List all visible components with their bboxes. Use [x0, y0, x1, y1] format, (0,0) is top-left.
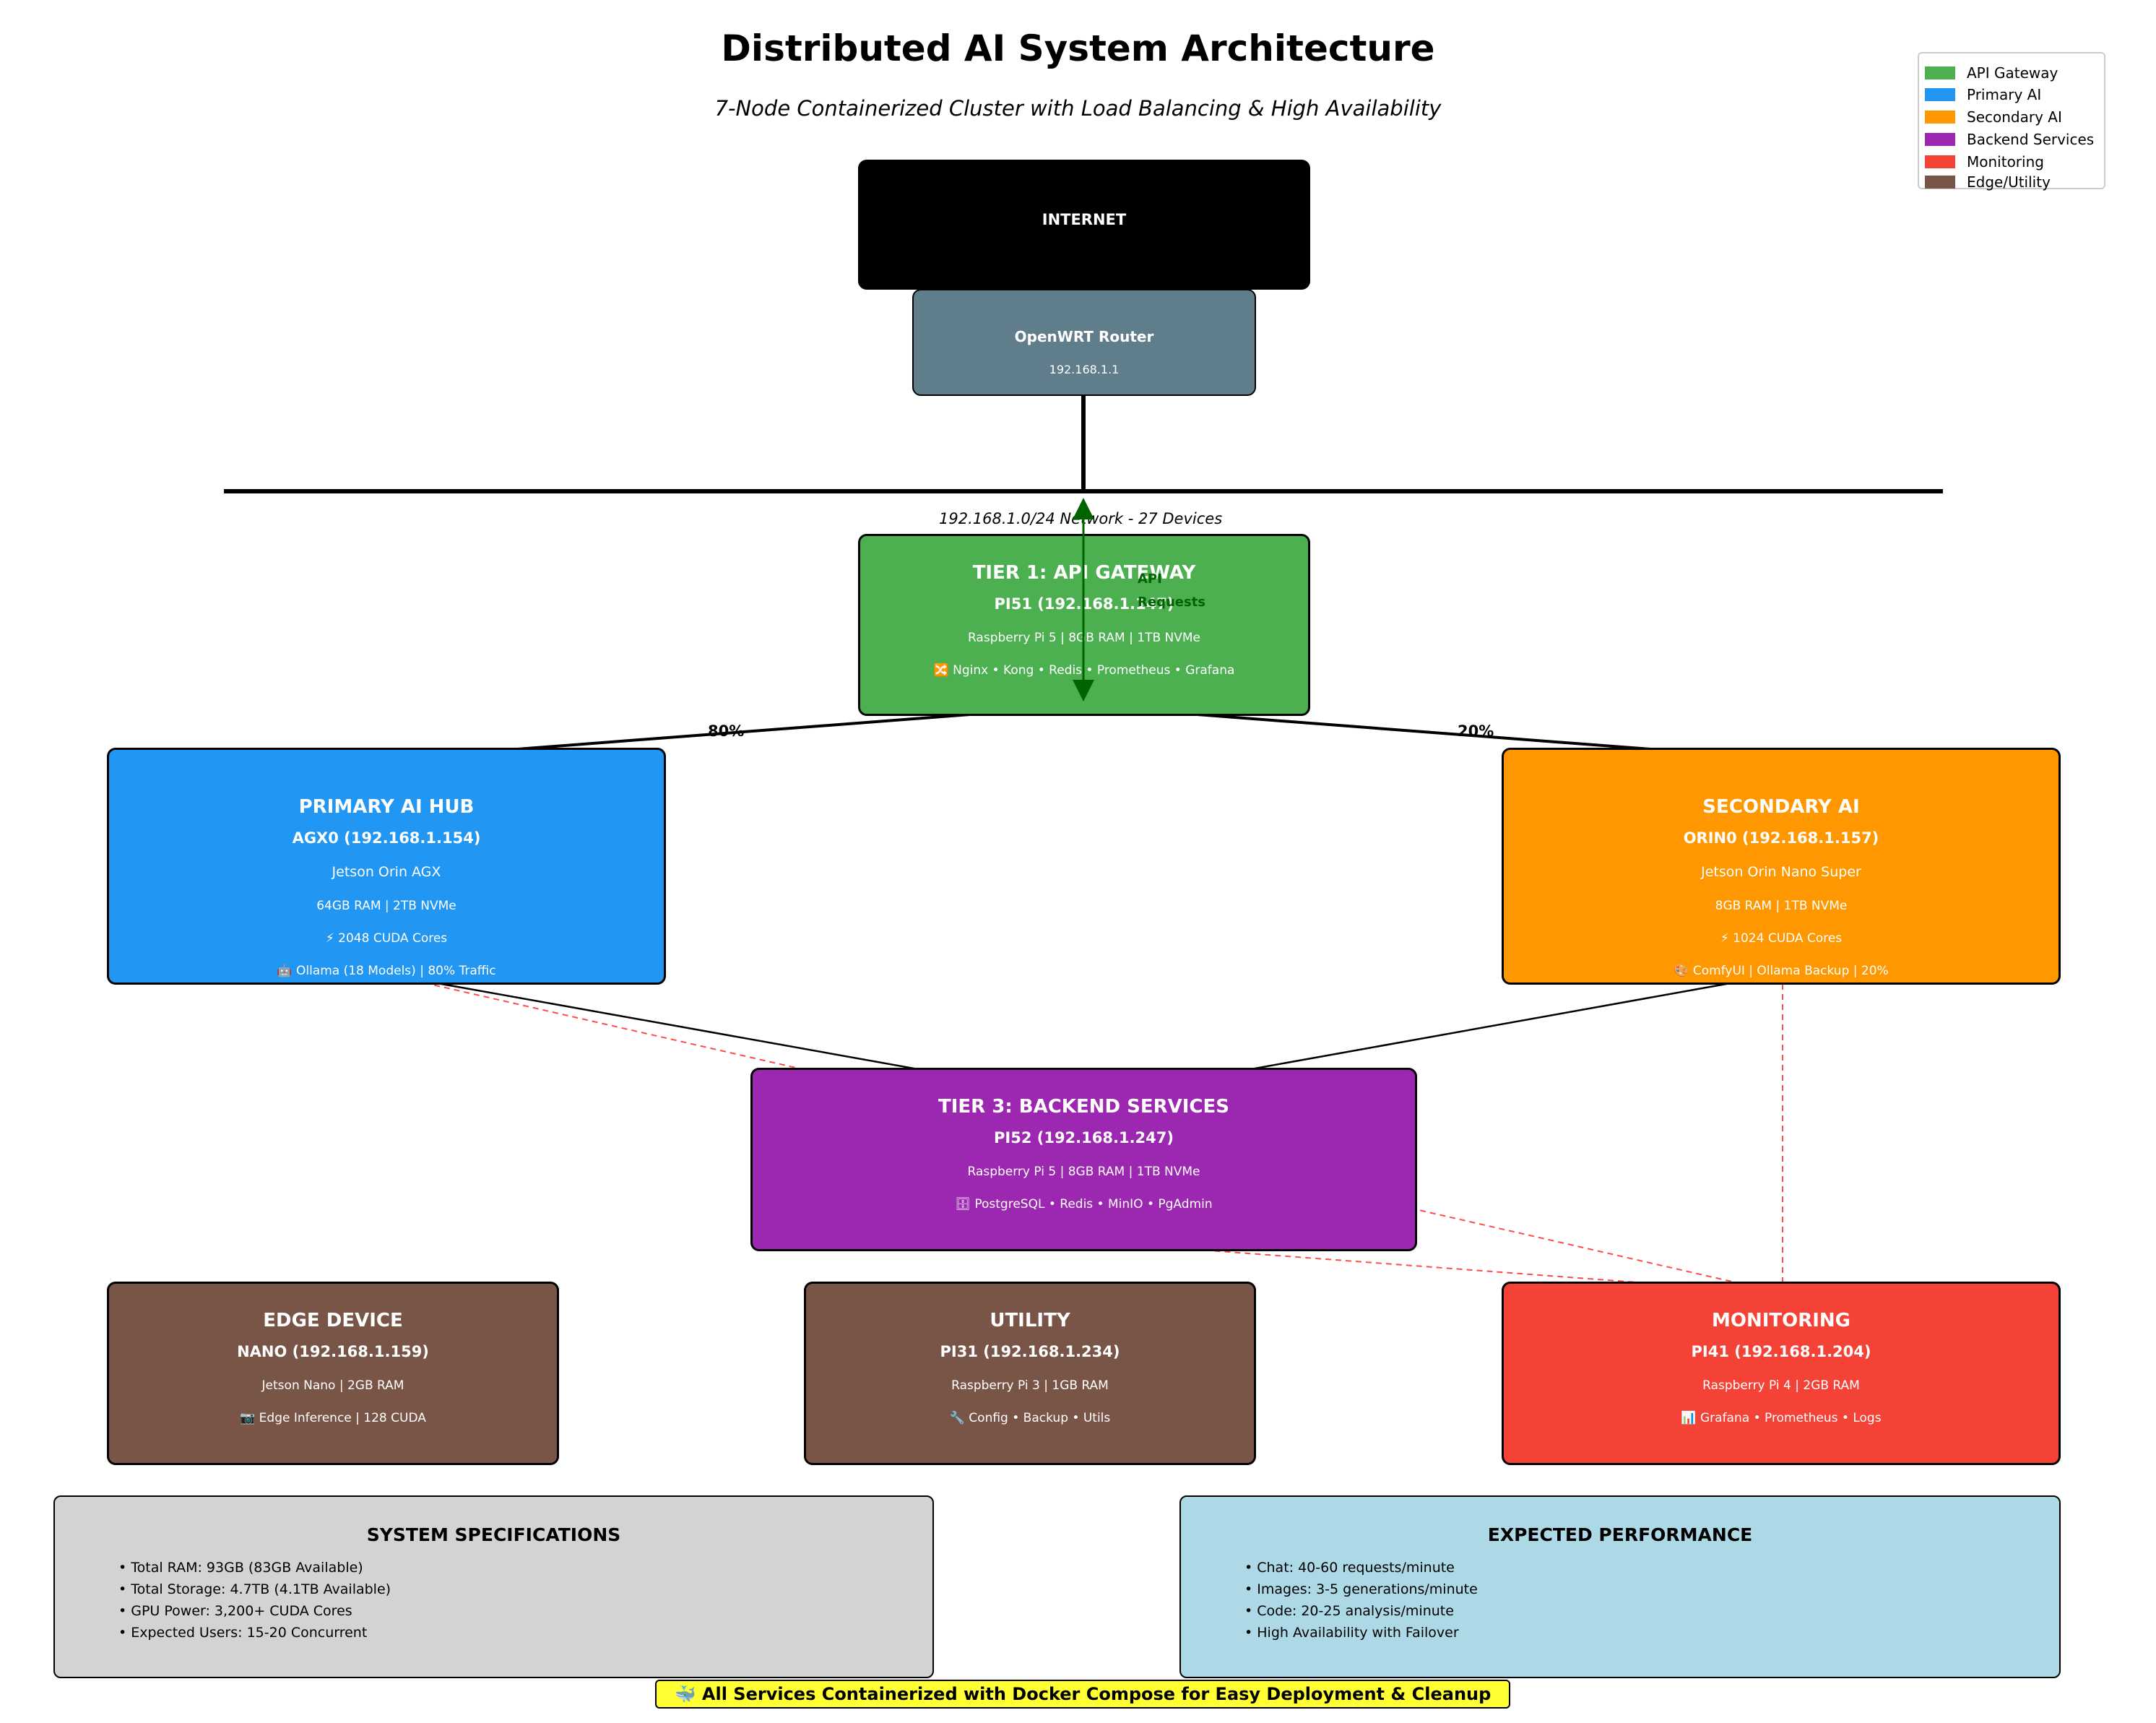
- secondary-host: ORIN0 (192.168.1.157): [1683, 829, 1879, 847]
- secondary-traffic-percent: 20%: [1458, 722, 1494, 740]
- backend-tier: TIER 3: BACKEND SERVICES: [938, 1096, 1229, 1118]
- legend-label: Edge/Utility: [1967, 173, 2051, 191]
- diagram-subtitle: 7-Node Containerized Cluster with Load B…: [714, 96, 1442, 121]
- system-specifications-panel: SYSTEM SPECIFICATIONS • Total RAM: 93GB …: [53, 1495, 934, 1678]
- monitoring-node: MONITORING PI41 (192.168.1.204) Raspberr…: [1502, 1282, 2061, 1465]
- legend: API Gateway Primary AI Secondary AI Back…: [1918, 52, 2105, 191]
- legend-item-monitoring: Monitoring: [1925, 151, 2044, 173]
- legend-label: Secondary AI: [1967, 108, 2062, 126]
- secondary-device: Jetson Orin Nano Super: [1701, 864, 1861, 880]
- performance-list: • Chat: 40-60 requests/minute • Images: …: [1244, 1557, 1478, 1644]
- legend-label: Primary AI: [1967, 86, 2042, 103]
- specs-list: • Total RAM: 93GB (83GB Available) • Tot…: [118, 1557, 391, 1644]
- internet-node: INTERNET: [858, 160, 1310, 290]
- expected-performance-panel: EXPECTED PERFORMANCE • Chat: 40-60 reque…: [1179, 1495, 2061, 1678]
- primary-services: 🤖 Ollama (18 Models) | 80% Traffic: [277, 964, 496, 978]
- utility-hardware: Raspberry Pi 3 | 1GB RAM: [951, 1378, 1109, 1393]
- monitoring-hardware: Raspberry Pi 4 | 2GB RAM: [1702, 1378, 1860, 1393]
- utility-tier: UTILITY: [990, 1310, 1070, 1331]
- router-name: OpenWRT Router: [1014, 328, 1154, 345]
- utility-host: PI31 (192.168.1.234): [940, 1343, 1120, 1360]
- primary-device: Jetson Orin AGX: [332, 864, 441, 880]
- monitoring-tier: MONITORING: [1711, 1310, 1851, 1331]
- specs-item: • GPU Power: 3,200+ CUDA Cores: [118, 1603, 352, 1619]
- legend-label: Backend Services: [1967, 131, 2095, 148]
- primary-ai-node: PRIMARY AI HUB AGX0 (192.168.1.154) Jets…: [107, 748, 666, 985]
- legend-swatch: [1925, 111, 1955, 124]
- primary-memory: 64GB RAM | 2TB NVMe: [316, 899, 456, 913]
- secondary-memory: 8GB RAM | 1TB NVMe: [1715, 899, 1848, 913]
- monitoring-services: 📊 Grafana • Prometheus • Logs: [1681, 1411, 1882, 1425]
- edge-services: 📷 Edge Inference | 128 CUDA: [240, 1411, 426, 1425]
- legend-item-primary-ai: Primary AI: [1925, 84, 2041, 105]
- legend-item-edge-utility: Edge/Utility: [1925, 173, 2051, 191]
- performance-item: • Code: 20-25 analysis/minute: [1244, 1603, 1454, 1619]
- monitoring-host: PI41 (192.168.1.204): [1691, 1343, 1871, 1360]
- performance-title: EXPECTED PERFORMANCE: [1487, 1524, 1753, 1545]
- specs-title: SYSTEM SPECIFICATIONS: [366, 1524, 621, 1545]
- legend-item-api-gateway: API Gateway: [1925, 62, 2058, 84]
- api-requests-label: API Requests: [1138, 571, 1206, 610]
- edge-device-node: EDGE DEVICE NANO (192.168.1.159) Jetson …: [107, 1282, 559, 1465]
- utility-services: 🔧 Config • Backup • Utils: [949, 1411, 1111, 1425]
- internet-label: INTERNET: [1042, 211, 1127, 228]
- specs-item: • Expected Users: 15-20 Concurrent: [118, 1625, 368, 1641]
- legend-swatch: [1925, 66, 1955, 79]
- legend-label: Monitoring: [1967, 153, 2044, 170]
- performance-item: • High Availability with Failover: [1244, 1625, 1459, 1641]
- secondary-cuda: ⚡ 1024 CUDA Cores: [1720, 931, 1843, 946]
- performance-item: • Images: 3-5 generations/minute: [1244, 1581, 1478, 1597]
- secondary-tier: SECONDARY AI: [1702, 796, 1860, 818]
- specs-item: • Total RAM: 93GB (83GB Available): [118, 1560, 363, 1576]
- secondary-services: 🎨 ComfyUI | Ollama Backup | 20%: [1674, 964, 1889, 978]
- router-node: OpenWRT Router 192.168.1.1: [912, 289, 1256, 396]
- edge-hardware: Jetson Nano | 2GB RAM: [261, 1378, 404, 1393]
- legend-swatch: [1925, 133, 1955, 146]
- backend-hardware: Raspberry Pi 5 | 8GB RAM | 1TB NVMe: [967, 1165, 1200, 1179]
- backend-host: PI52 (192.168.1.247): [994, 1129, 1174, 1146]
- legend-swatch: [1925, 88, 1955, 101]
- backend-services: 🗄 PostgreSQL • Redis • MinIO • PgAdmin: [955, 1197, 1213, 1212]
- legend-swatch: [1925, 176, 1955, 189]
- performance-item: • Chat: 40-60 requests/minute: [1244, 1560, 1455, 1576]
- secondary-ai-node: SECONDARY AI ORIN0 (192.168.1.157) Jetso…: [1502, 748, 2061, 985]
- primary-to-backend-line: [384, 972, 979, 1081]
- utility-node: UTILITY PI31 (192.168.1.234) Raspberry P…: [804, 1282, 1256, 1465]
- primary-traffic-percent: 80%: [708, 722, 745, 740]
- diagram-title: Distributed AI System Architecture: [721, 27, 1435, 69]
- primary-host: AGX0 (192.168.1.154): [292, 829, 481, 847]
- primary-tier: PRIMARY AI HUB: [298, 796, 475, 818]
- legend-item-backend-services: Backend Services: [1925, 129, 2094, 150]
- router-ip: 192.168.1.1: [1049, 363, 1120, 376]
- edge-tier: EDGE DEVICE: [263, 1310, 403, 1331]
- backend-services-node: TIER 3: BACKEND SERVICES PI52 (192.168.1…: [750, 1068, 1417, 1251]
- edge-host: NANO (192.168.1.159): [237, 1343, 429, 1360]
- secondary-to-backend-line: [1190, 972, 1783, 1081]
- legend-swatch: [1925, 155, 1955, 168]
- primary-to-monitoring-line: [384, 973, 1783, 1294]
- legend-item-secondary-ai: Secondary AI: [1925, 106, 2062, 128]
- legend-label: API Gateway: [1967, 64, 2058, 82]
- specs-item: • Total Storage: 4.7TB (4.1TB Available): [118, 1581, 391, 1597]
- docker-footer-banner: 🐳 All Services Containerized with Docker…: [655, 1680, 1510, 1709]
- primary-cuda: ⚡ 2048 CUDA Cores: [325, 931, 448, 946]
